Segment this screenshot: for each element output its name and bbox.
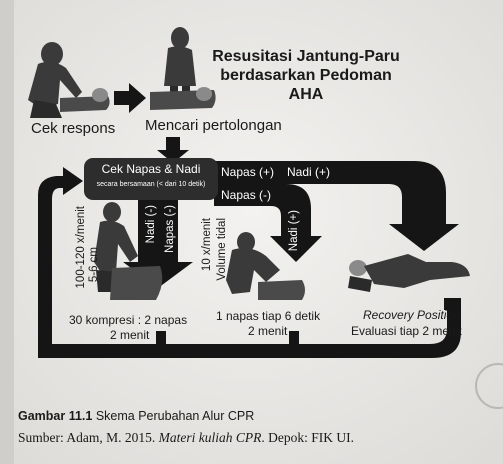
breathing-duration: 2 menit <box>248 324 288 338</box>
page-stamp-mark <box>475 363 503 409</box>
arrow-breath-neg-pulse-neg <box>123 199 193 288</box>
arrow-breath-pos-pulse-pos <box>214 161 459 251</box>
source-title: Materi kuliah CPR <box>158 430 262 445</box>
figure-number: Gambar 11.1 <box>18 409 93 423</box>
check-breath-pulse-label: Cek Napas & Nadi <box>101 162 201 176</box>
recovery-evaluation: Evaluasi tiap 2 menit <box>351 324 462 338</box>
label-pulse-pos-vertical: Nadi (+) <box>288 210 300 252</box>
arrow-help-to-check <box>157 137 189 163</box>
recovery-title: Recovery Position <box>363 308 460 322</box>
source-suffix: . Depok: FIK UI. <box>261 430 354 445</box>
title-line-3: AHA <box>288 86 324 103</box>
figure-source: Sumber: Adam, M. 2015. Materi kuliah CPR… <box>18 430 354 446</box>
label-breath-neg-vertical: Napas (-) <box>164 205 176 253</box>
check-breath-pulse-box <box>84 158 218 200</box>
page-edge-shadow <box>0 0 14 464</box>
connector-recovery <box>444 298 461 310</box>
label-pulse-neg-vertical: Nadi (-) <box>145 205 157 244</box>
connector-breathing <box>289 331 299 346</box>
cpr-rate: 100-120 x/menit <box>75 206 87 289</box>
source-prefix: Sumber: Adam, M. 2015. <box>18 430 159 445</box>
check-response-figure <box>28 42 110 118</box>
flow-arrows <box>38 83 461 358</box>
breathing-rate: 10 x/menit <box>201 218 213 272</box>
check-breath-pulse-note: secara bersamaan (< dari 10 detik) <box>96 181 206 188</box>
cpr-figure <box>94 202 163 300</box>
title-line-2: berdasarkan Pedoman <box>220 67 392 84</box>
title-line-1: Resusitasi Jantung-Paru <box>212 48 400 65</box>
diagram-title: Resusitasi Jantung-Paru berdasarkan Pedo… <box>203 47 409 104</box>
figure-caption: Gambar 11.1 Skema Perubahan Alur CPR <box>18 409 254 423</box>
cpr-depth: 5-6 cm <box>88 247 100 283</box>
step-seek-help-label: Mencari pertolongan <box>145 117 282 134</box>
arrow-response-to-help <box>114 83 146 113</box>
step-check-response-label: Cek respons <box>31 120 116 137</box>
connector-cpr <box>156 331 166 346</box>
rescue-breathing-figure <box>226 232 305 300</box>
breathing-interval: 1 napas tiap 6 detik <box>216 309 321 323</box>
illustrations <box>28 27 470 300</box>
seek-help-figure <box>150 27 216 110</box>
recovery-position-figure <box>348 254 470 292</box>
cpr-duration: 2 menit <box>110 328 150 342</box>
label-breath-neg: Napas (-) <box>221 188 272 202</box>
arrow-breath-neg-pulse-pos <box>214 184 322 262</box>
label-breath-pos: Napas (+) <box>221 165 275 179</box>
breathing-volume: Volume tidal <box>216 218 228 281</box>
cpr-ratio: 30 kompresi : 2 napas <box>69 313 188 327</box>
label-pulse-pos: Nadi (+) <box>287 165 331 179</box>
figure-caption-text: Skema Perubahan Alur CPR <box>92 409 255 423</box>
